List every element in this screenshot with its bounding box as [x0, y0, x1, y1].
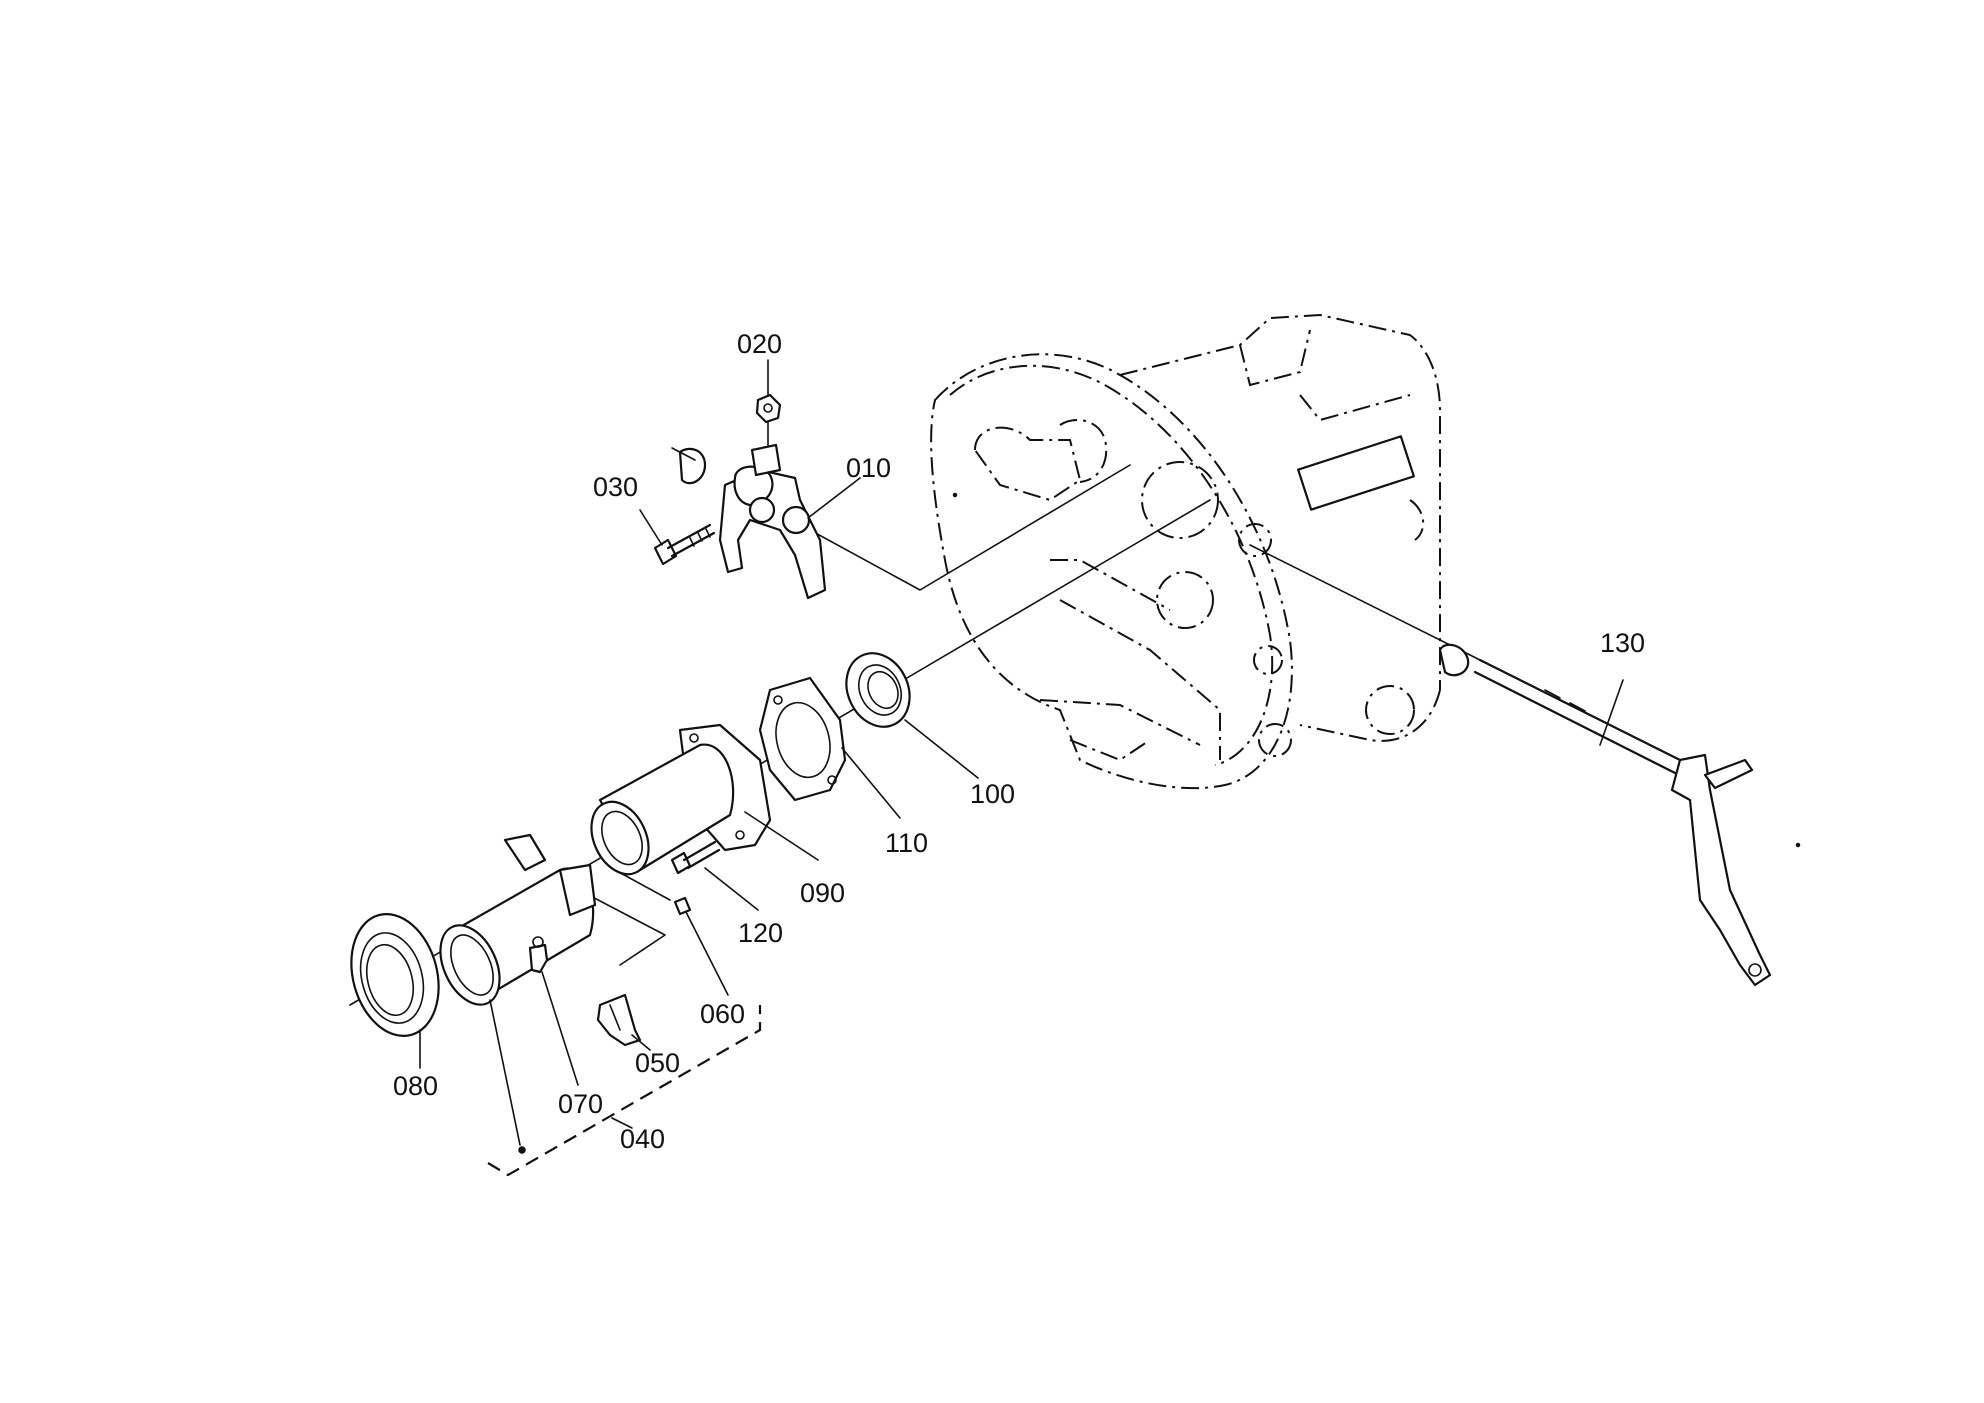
label-080: 080: [393, 1071, 438, 1101]
speck: [952, 492, 958, 498]
label-110: 110: [885, 828, 928, 858]
release-shaft: [1438, 643, 1772, 987]
label-100: 100: [970, 779, 1015, 809]
speck: [1795, 842, 1801, 848]
label-040: 040: [620, 1124, 665, 1154]
label-050: 050: [635, 1048, 680, 1078]
clip-050: [596, 993, 642, 1047]
label-130: 130: [1600, 628, 1645, 658]
label-010: 010: [846, 453, 891, 483]
label-060: 060: [700, 999, 745, 1029]
nut-020: [755, 393, 782, 424]
label-030: 030: [593, 472, 638, 502]
label-020: 020: [737, 329, 782, 359]
label-090: 090: [800, 878, 845, 908]
leader-lines: [419, 359, 1624, 1129]
release-hub: [439, 833, 597, 1154]
clutch-housing: [930, 313, 1441, 790]
release-fork: [671, 404, 827, 600]
gasket: [758, 676, 847, 802]
label-120: 120: [738, 918, 783, 948]
release-bearing: [350, 913, 440, 1037]
oil-seal: [845, 652, 911, 728]
part-labels: 010 020 030 040 050 060 070 080 090 100 …: [393, 329, 1645, 1154]
pin-060: [673, 896, 692, 916]
guide-sleeve: [590, 723, 772, 876]
grease-fitting-070: [528, 936, 549, 974]
label-070: 070: [558, 1089, 603, 1119]
bolt-030: [653, 523, 716, 566]
group-bracket-040: [487, 1005, 762, 1177]
bolt-120: [670, 840, 721, 875]
